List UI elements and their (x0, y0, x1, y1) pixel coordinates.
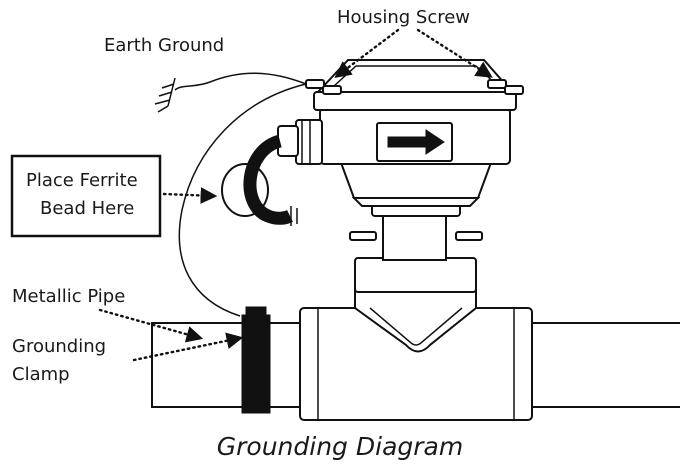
earth-ground-icon (154, 77, 176, 113)
grounding-clamp (241, 306, 271, 414)
diagram-caption: Grounding Diagram (217, 432, 463, 461)
leader-metallic-pipe (98, 308, 204, 343)
label-metallic-pipe: Metallic Pipe (12, 286, 125, 307)
ferrite-bead (221, 163, 269, 217)
leader-ferrite (162, 187, 218, 204)
ferrite-callout-box: Place Ferrite Bead Here (10, 154, 162, 238)
ground-wire (174, 72, 307, 317)
label-ferrite-line1: Place Ferrite (26, 170, 138, 191)
label-housing-screw: Housing Screw (337, 7, 470, 28)
sensor-stem (349, 201, 483, 293)
flow-direction-arrow-icon (376, 122, 453, 162)
signal-cable (243, 134, 298, 226)
leader-housing-screw-left (334, 28, 400, 79)
label-clamp-line1: Grounding (12, 336, 106, 357)
housing-screw-left (305, 79, 342, 95)
pipe-tee-fitting (299, 289, 533, 421)
label-clamp-line2: Clamp (12, 364, 70, 385)
cable-gland (277, 119, 323, 165)
label-ferrite-line2: Bead Here (40, 198, 134, 219)
leader-grounding-clamp (132, 332, 244, 362)
housing-screw-right (487, 79, 524, 95)
label-earth-ground: Earth Ground (104, 35, 224, 56)
leader-housing-screw-right (416, 28, 493, 78)
